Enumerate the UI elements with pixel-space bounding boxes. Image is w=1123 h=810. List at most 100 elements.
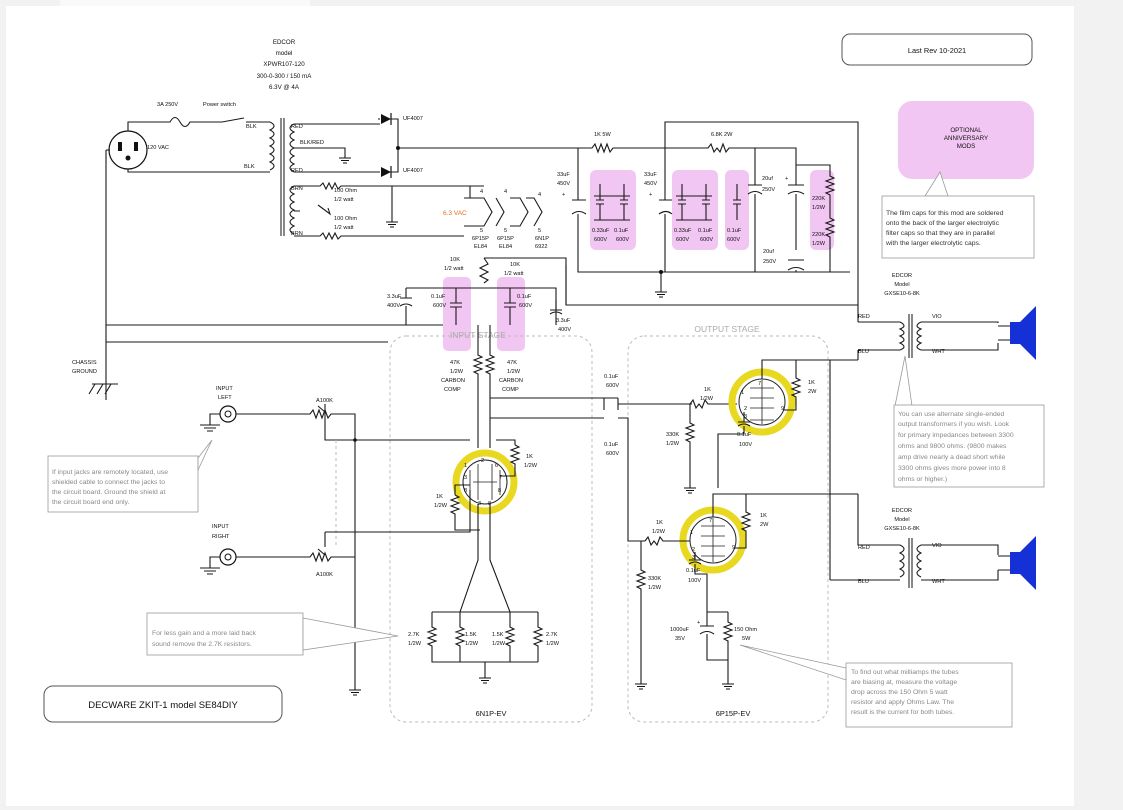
wire-label: RED: [858, 545, 870, 551]
speaker-right: [1010, 552, 1020, 574]
chassis-label: CHASSIS: [72, 360, 97, 366]
output-xfmr-primary: [898, 321, 905, 351]
cap-label: 3.3uF: [387, 294, 402, 300]
output-xfmr-primary: [898, 544, 905, 578]
resistor-label: 2W: [808, 389, 817, 395]
pin-label: 4: [480, 189, 483, 195]
pin-label: 8: [498, 488, 501, 494]
note-line: sound remove the 2.7K resistors.: [152, 641, 252, 648]
cap-label: 600V: [594, 237, 607, 243]
resistor-label: 47K: [450, 360, 460, 366]
input-jack-left[interactable]: [219, 405, 237, 423]
resistor-label: 1/2W: [666, 441, 680, 447]
note-line: To find out what milliamps the tubes: [851, 669, 959, 676]
resistor-label: 1/2W: [524, 463, 538, 469]
cap-label: 0.1uF: [614, 228, 629, 234]
cap-label: 400V: [387, 303, 400, 309]
note-line: filter caps so that they are in parallel: [886, 230, 995, 237]
fuse-label: 3A 250V: [157, 102, 178, 108]
title-label: DECWARE ZKIT-1 model SE84DIY: [88, 700, 238, 711]
wire-label: BRN: [291, 186, 303, 192]
input-label: INPUT: [216, 386, 233, 392]
anniversary-box: [898, 101, 1034, 179]
note-line: result is the current for both tubes.: [851, 709, 954, 716]
input-jack-right[interactable]: [219, 548, 237, 566]
diode-label: UF4007: [403, 116, 423, 122]
cap-label: 100V: [739, 442, 752, 448]
pin-label: 3: [478, 501, 481, 507]
cap-label: 400V: [558, 327, 571, 333]
note-line: are biasing at, measure the voltage: [851, 679, 957, 686]
resistor-label: 1/2W: [648, 585, 662, 591]
note-line: amp drive nearly a dead short while: [898, 454, 1006, 461]
output-stage-label: 6P15P-EV: [716, 709, 751, 718]
resistor-label: 10K: [510, 262, 520, 268]
tube-label: 6922: [535, 244, 547, 250]
wire-label: WHT: [932, 349, 945, 355]
diode: [381, 167, 391, 177]
output-stage-outline: [627, 335, 829, 723]
xfmr-make: EDCOR: [892, 273, 912, 279]
pin-label: 1: [741, 390, 744, 396]
wire-label: BRN: [291, 231, 303, 237]
cap-label: 600V: [433, 303, 446, 309]
mains-label: 120 VAC: [147, 145, 169, 151]
revision-box: [841, 33, 1033, 66]
note-line: drop across the 150 Ohm 5 watt: [851, 689, 948, 696]
switch-label: Power switch: [203, 102, 236, 108]
xfmr-model: GXSE10-6-8K: [884, 291, 920, 297]
revision-label: Last Rev 10-2021: [908, 46, 966, 55]
cap-label: 0.1uF: [727, 228, 742, 234]
tube-label: EL84: [499, 244, 512, 250]
transformer-rating: 6.3V @ 4A: [269, 84, 300, 91]
wire-label: BLK: [246, 124, 257, 130]
note-line: If input jacks are remotely located, use: [52, 469, 168, 476]
pin-label: 7: [758, 381, 761, 387]
cap-label: 0.33uF: [674, 228, 692, 234]
pot-label: A100K: [316, 398, 333, 404]
note-line: ohms or higher.): [898, 476, 947, 483]
title-box: [43, 685, 283, 723]
anniversary-note: [881, 195, 1035, 259]
cap-label: 600V: [606, 383, 619, 389]
pin-label: 3: [744, 414, 747, 420]
resistor-label: 6.8K 2W: [711, 132, 733, 138]
gain-note: [146, 612, 304, 656]
resistor-label: COMP: [502, 387, 519, 393]
pin-label: 1: [464, 463, 467, 469]
note-line: the circuit board. Ground the shield at: [52, 489, 165, 496]
xfmr-model: GXSE10-6-8K: [884, 526, 920, 532]
wire-label: BLU: [858, 579, 869, 585]
transformer-rating: 300-0-300 / 150 mA: [257, 73, 313, 80]
cap-label: 0.1uF: [604, 374, 619, 380]
diode: [381, 114, 391, 124]
resistor-label: 1/2W: [546, 641, 560, 647]
resistor-label: 1/2W: [812, 205, 826, 211]
cap-label: 0.1uF: [698, 228, 713, 234]
cap-label: 600V: [700, 237, 713, 243]
note-line: for primary impedances between 3300: [898, 432, 1014, 439]
resistor-label: 1/2W: [408, 641, 422, 647]
pin-label: 4: [538, 192, 541, 198]
resistor-label: 1K: [526, 454, 533, 460]
pin-label: 8: [464, 488, 467, 494]
note-line: For less gain and a more laid back: [152, 630, 256, 637]
anniversary-title: OPTIONAL: [950, 127, 982, 134]
resistor-label: 1.5K: [465, 632, 477, 638]
transformer-model: XPWR107-120: [263, 61, 305, 68]
resistor-label: 1.5K: [492, 632, 504, 638]
resistor-label: 1/2W: [434, 503, 448, 509]
resistor-label: 1/2W: [450, 369, 464, 375]
bias-note: [845, 662, 1013, 728]
resistor-label: 2.7K: [546, 632, 558, 638]
note-line: You can use alternate single-ended: [898, 411, 1005, 418]
anniversary-title: ANNIVERSARY: [944, 135, 988, 142]
resistor-label: 1K: [436, 494, 443, 500]
resistor-label: 1/2 watt: [444, 266, 464, 272]
cap-label: 20uf: [762, 176, 773, 182]
note-line: ohms and 9800 ohms. (9800 makes: [898, 443, 1007, 450]
speaker-left: [1010, 322, 1020, 344]
cap-label: 0.1uF: [686, 568, 701, 574]
transformer-make: EDCOR: [273, 39, 296, 46]
xfmr-model-label: Model: [894, 517, 909, 523]
